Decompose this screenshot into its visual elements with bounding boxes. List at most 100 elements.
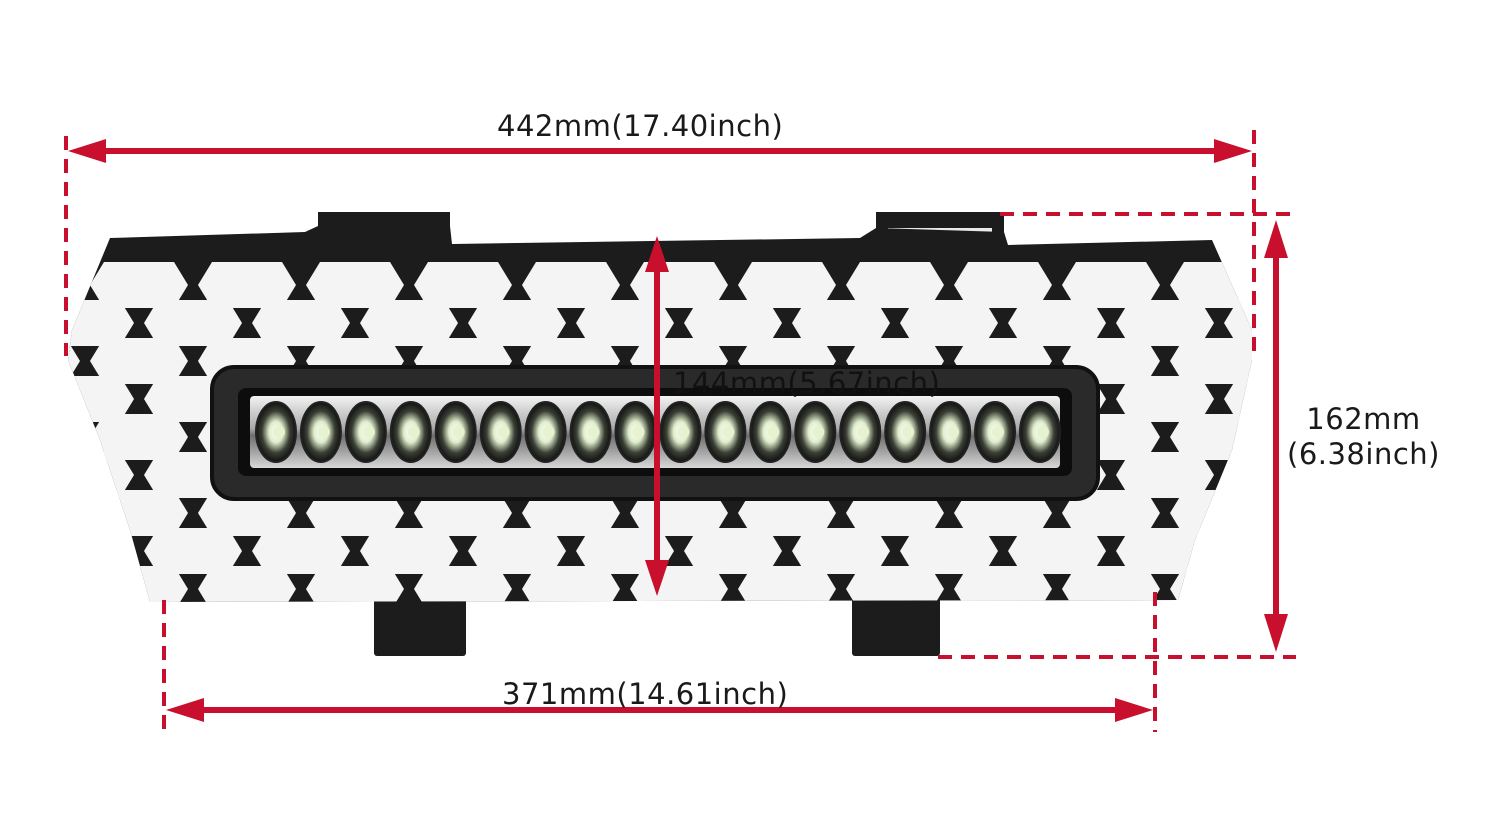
width-top-arrow-left — [68, 139, 106, 163]
led-emitter — [1037, 426, 1049, 438]
mesh-hole — [1008, 300, 1106, 346]
mesh-hole — [1170, 566, 1252, 602]
overall-width-label: 442mm(17.40inch) — [497, 109, 784, 143]
mesh-hole — [68, 566, 80, 602]
led-emitter — [497, 426, 510, 438]
width-bottom-arrow-left — [166, 698, 204, 722]
overall-height-label: 162mm (6.38inch) — [1287, 402, 1440, 473]
mesh-hole — [252, 604, 350, 650]
height-arrow-bottom — [1264, 614, 1288, 652]
led-emitter — [632, 426, 645, 438]
mesh-hole — [1386, 338, 1484, 384]
mesh-hole — [1440, 528, 1500, 574]
mesh-hole — [252, 300, 350, 346]
bottom-mount-tabs — [374, 596, 940, 656]
led-emitter — [542, 426, 555, 438]
mesh-hole — [90, 262, 188, 308]
led-emitter — [317, 426, 330, 438]
height-arrow-top — [1264, 220, 1288, 258]
mesh-hole — [900, 528, 998, 574]
mesh-hole — [1116, 604, 1214, 650]
led-array — [255, 401, 1061, 463]
mesh-hole — [1278, 490, 1376, 536]
mesh-hole — [1440, 300, 1500, 346]
mesh-hole — [684, 528, 782, 574]
mesh-hole — [306, 566, 404, 602]
light-bar-height-label: 144mm(5.67inch) — [673, 366, 941, 400]
mesh-hole — [144, 528, 242, 574]
mesh-hole — [198, 566, 296, 602]
mesh-hole — [144, 604, 242, 650]
mesh-hole — [36, 604, 134, 650]
dimension-lines — [64, 130, 1296, 732]
mesh-hole — [68, 300, 134, 346]
mesh-hole — [468, 528, 566, 574]
mesh-hole — [792, 300, 890, 346]
mesh-hole — [90, 414, 188, 460]
mesh-hole — [1332, 528, 1430, 574]
overall-height-mm: 162mm — [1306, 402, 1421, 436]
mesh-hole — [630, 566, 728, 602]
mesh-hole — [68, 490, 80, 536]
mesh-hole — [1062, 262, 1160, 308]
led-emitter — [452, 426, 465, 438]
mesh-hole — [468, 300, 566, 346]
mesh-hole — [414, 262, 512, 308]
mesh-hole — [1116, 376, 1214, 422]
mesh-hole — [1008, 528, 1106, 574]
mesh-hole — [1386, 490, 1484, 536]
led-emitter — [407, 426, 420, 438]
mesh-hole — [1116, 452, 1214, 498]
mesh-hole — [1440, 376, 1500, 422]
mesh-hole — [900, 300, 998, 346]
mesh-hole — [522, 490, 620, 536]
mesh-hole — [1170, 338, 1252, 384]
width-top-arrow-right — [1214, 139, 1252, 163]
led-emitter — [857, 426, 870, 438]
mesh-hole — [198, 262, 296, 308]
mesh-hole — [252, 528, 350, 574]
mesh-hole — [414, 566, 512, 602]
mesh-hole — [1008, 604, 1106, 650]
mesh-hole — [738, 262, 836, 308]
bottom-tab-left — [374, 596, 466, 656]
mesh-hole — [1332, 300, 1430, 346]
led-emitter — [812, 426, 825, 438]
mesh-hole — [954, 566, 1052, 602]
mesh-hole — [90, 338, 188, 384]
led-emitter — [902, 426, 915, 438]
mesh-hole — [144, 300, 242, 346]
mesh-hole — [1332, 604, 1430, 650]
mesh-hole — [1116, 300, 1214, 346]
led-emitter — [722, 426, 735, 438]
width-bottom-arrow-right — [1115, 698, 1153, 722]
mesh-hole — [846, 490, 944, 536]
mesh-hole — [738, 566, 836, 602]
bar-height-arrow-top — [645, 236, 669, 272]
led-emitter — [677, 426, 690, 438]
led-emitter — [587, 426, 600, 438]
led-emitter — [947, 426, 960, 438]
mesh-hole — [522, 262, 620, 308]
mesh-hole — [684, 300, 782, 346]
mesh-hole — [90, 566, 188, 602]
mesh-hole — [414, 490, 512, 536]
mesh-hole — [1278, 566, 1376, 612]
mesh-hole — [954, 262, 1052, 308]
mesh-hole — [1278, 262, 1376, 308]
led-emitter — [273, 426, 285, 438]
bottom-width-label: 371mm(14.61inch) — [502, 677, 789, 711]
overall-height-inch: (6.38inch) — [1287, 437, 1440, 472]
mesh-hole — [684, 604, 782, 650]
mesh-hole — [68, 376, 134, 422]
mesh-hole — [1440, 452, 1500, 498]
mesh-hole — [1440, 604, 1500, 650]
mesh-hole — [1278, 338, 1376, 384]
mesh-hole — [846, 566, 944, 602]
mesh-hole — [1386, 566, 1484, 612]
mesh-hole — [68, 528, 134, 574]
mesh-hole — [846, 262, 944, 308]
bar-height-arrow-bottom — [645, 560, 669, 596]
